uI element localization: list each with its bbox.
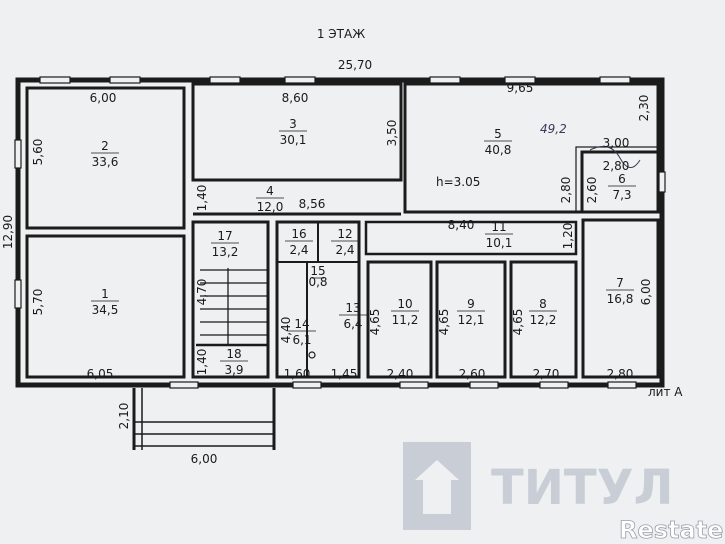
room-area: 10,1 (486, 236, 513, 250)
room-area: 11,2 (392, 313, 419, 327)
room-area: 6,1 (292, 333, 311, 347)
dimension-label: 1,40 (195, 349, 209, 376)
room-area: 3,9 (224, 363, 243, 377)
dimension-label: 2,80 (603, 159, 630, 173)
room-area: 12,1 (458, 313, 485, 327)
dimension-label: 6,00 (191, 452, 218, 466)
room-area: 12,0 (257, 200, 284, 214)
dimension-label: 2,30 (637, 95, 651, 122)
room-number: 1 (101, 287, 109, 301)
room-number: 5 (494, 127, 502, 141)
watermark: ТИТУЛ Restate (395, 432, 725, 544)
room-number: 4 (266, 184, 274, 198)
dimension-label: 6,05 (87, 367, 114, 381)
room-number: 17 (217, 229, 232, 243)
dimension-label: 4,40 (279, 317, 293, 344)
room-area: 0,8 (308, 275, 327, 289)
room-number: 12 (337, 227, 352, 241)
room-number: 11 (491, 220, 506, 234)
dimension-label: 4,70 (195, 279, 209, 306)
room-number: 10 (397, 297, 412, 311)
outer-wall (15, 77, 665, 388)
brand-name: ТИТУЛ (491, 460, 674, 516)
room-area: 13,2 (212, 245, 239, 259)
dimension-label: 2,60 (459, 367, 486, 381)
dimension-label: 4,65 (511, 309, 525, 336)
room-labels: 2 33,6 1 34,5 3 30,1 4 12,0 5 40,8 6 7,3 7 16,8 8 12,2 9… (91, 117, 636, 377)
dimension-label: 9,65 (507, 81, 534, 95)
room-area: 34,5 (92, 303, 119, 317)
room-area: 12,2 (530, 313, 557, 327)
dimension-label: 1,60 (284, 367, 311, 381)
dimension-label: 2,10 (117, 403, 131, 430)
room-7-walls (581, 218, 660, 379)
staircase (196, 268, 268, 347)
room-number: 9 (467, 297, 475, 311)
room-number: 8 (539, 297, 547, 311)
room-area: 33,6 (92, 155, 119, 169)
corridor-11-walls (364, 220, 578, 256)
handwritten-stroke (589, 145, 641, 168)
dimension-label: 5,70 (31, 289, 45, 316)
dimension-label: 1,20 (561, 223, 575, 250)
room-2-walls (25, 86, 186, 230)
room-number: 2 (101, 139, 109, 153)
dimension-label: 2,60 (585, 177, 599, 204)
room-area: 2,4 (335, 243, 354, 257)
windows (14, 76, 666, 389)
room-number: 15 (310, 264, 325, 278)
dimension-label: 2,70 (533, 367, 560, 381)
room-1-walls (25, 234, 186, 379)
room-area: 6,4 (343, 317, 362, 331)
brand-name-2: Restate (619, 516, 723, 544)
room-area: 7,3 (612, 188, 631, 202)
overall-width: 12,90 (1, 215, 15, 249)
height-note: h=3.05 (436, 175, 480, 189)
dimension-label: 4,65 (437, 309, 451, 336)
room-number: 14 (294, 317, 309, 331)
dimension-label: 2,40 (387, 367, 414, 381)
room-number: 16 (291, 227, 306, 241)
dimension-label: 4,65 (368, 309, 382, 336)
room-number: 7 (616, 276, 624, 290)
dimension-label: 2,80 (559, 177, 573, 204)
dimension-label: 3,00 (603, 136, 630, 150)
handwritten-note: 49,2 (540, 122, 567, 136)
room-number: 6 (618, 172, 626, 186)
room-9-walls (435, 260, 507, 379)
dimension-label: 6,00 (639, 279, 653, 306)
room-area: 16,8 (607, 292, 634, 306)
room-area: 40,8 (485, 143, 512, 157)
fixture-icon (308, 351, 316, 359)
room-6-inner (575, 146, 659, 213)
dimension-label: 8,56 (299, 197, 326, 211)
dimension-label: 2,80 (607, 367, 634, 381)
dimension-label: 1,45 (331, 367, 358, 381)
room-3-walls (191, 82, 403, 182)
plan-title: 1 ЭТАЖ (317, 27, 365, 41)
room-10-walls (366, 260, 433, 379)
room-area: 2,4 (289, 243, 308, 257)
overall-length: 25,70 (338, 58, 372, 72)
literal-label: лит А (648, 385, 683, 399)
dimension-label: 6,00 (90, 91, 117, 105)
room-area: 30,1 (280, 133, 307, 147)
room-number: 13 (345, 301, 360, 315)
dimension-label: 1,40 (195, 185, 209, 212)
room-17-walls (191, 220, 270, 379)
dimension-label: 8,40 (448, 218, 475, 232)
dimension-labels: 6,00 5,60 8,60 3,50 9,65 2,30 3,00 2,80 2,80 2,60… (31, 81, 653, 466)
dimension-label: 5,60 (31, 139, 45, 166)
dimension-label: 3,50 (385, 120, 399, 147)
room-number: 18 (226, 347, 241, 361)
room-number: 3 (289, 117, 297, 131)
dimension-label: 8,60 (282, 91, 309, 105)
room-8-walls (509, 260, 578, 379)
porch-steps (132, 388, 276, 450)
